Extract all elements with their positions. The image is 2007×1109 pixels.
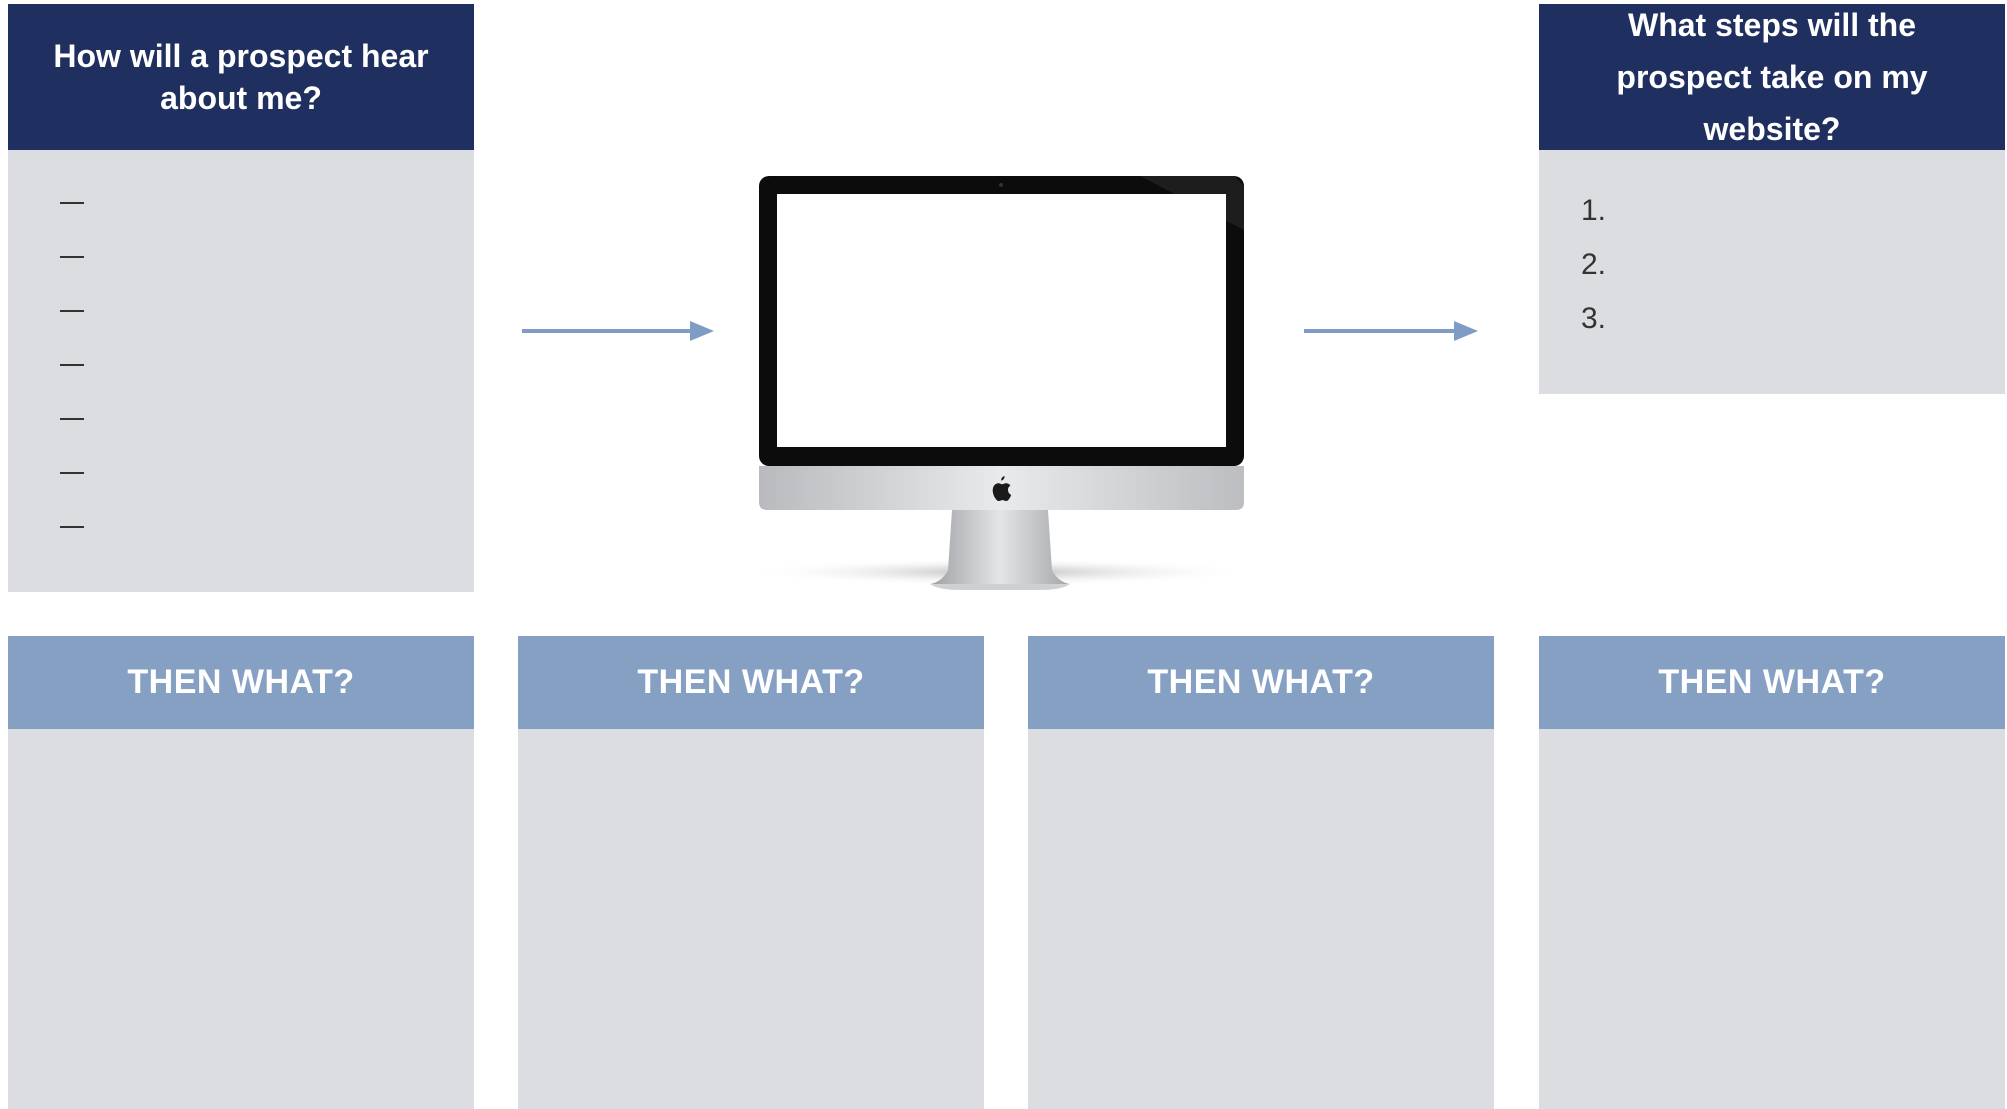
then-what-body — [1539, 729, 2005, 1109]
list-item-dash — [60, 310, 84, 312]
step-item: 3. — [1581, 302, 1607, 335]
then-what-body — [518, 729, 984, 1109]
then-what-title: THEN WHAT? — [1658, 663, 1886, 701]
desktop-computer-icon — [745, 176, 1255, 590]
then-what-header: THEN WHAT? — [1539, 636, 2005, 729]
website-steps-header: What steps will the prospect take on my … — [1539, 4, 2005, 150]
list-item-dash — [60, 472, 84, 474]
arrow-right-icon — [522, 321, 714, 341]
list-item-dash — [60, 364, 84, 366]
then-what-title: THEN WHAT? — [127, 663, 355, 701]
prospect-source-title: How will a prospect hear about me? — [53, 38, 429, 116]
prospect-source-header: How will a prospect hear about me? — [8, 4, 474, 150]
then-what-title: THEN WHAT? — [637, 663, 865, 701]
then-what-title: THEN WHAT? — [1147, 663, 1375, 701]
list-item-dash — [60, 526, 84, 528]
list-item-dash — [60, 256, 84, 258]
prospect-source-list — [8, 150, 474, 592]
then-what-body — [1028, 729, 1494, 1109]
arrow-right-icon — [1304, 321, 1478, 341]
website-steps-title: What steps will the prospect take on my … — [1616, 7, 1928, 147]
then-what-header: THEN WHAT? — [8, 636, 474, 729]
website-steps-list: 1. 2. 3. — [1539, 150, 2005, 394]
then-what-body — [8, 729, 474, 1109]
step-item: 1. — [1581, 194, 1607, 227]
then-what-header: THEN WHAT? — [518, 636, 984, 729]
then-what-header: THEN WHAT? — [1028, 636, 1494, 729]
apple-logo-icon — [992, 476, 1012, 502]
list-item-dash — [60, 202, 84, 204]
step-item: 2. — [1581, 248, 1607, 281]
list-item-dash — [60, 418, 84, 420]
